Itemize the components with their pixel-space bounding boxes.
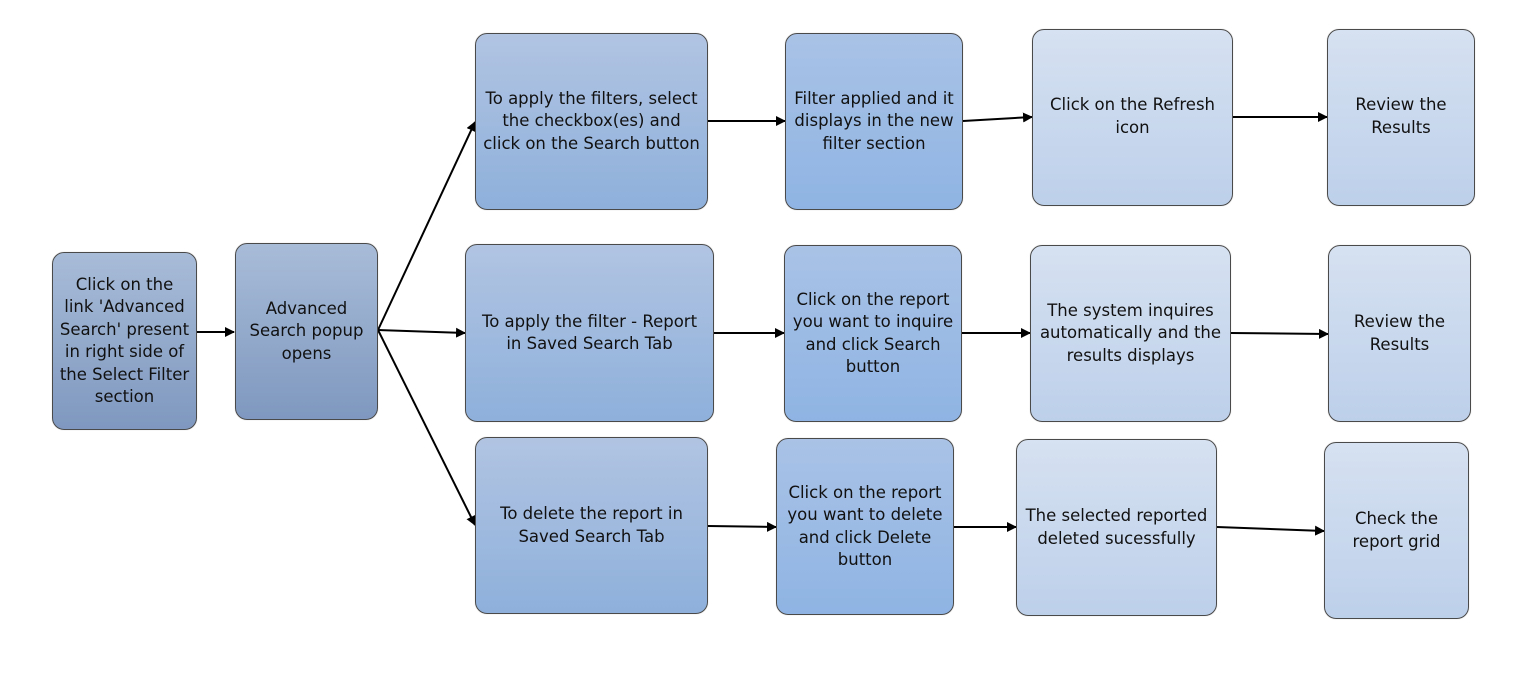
node-r3c3: The selected reported deleted sucessfull… [1016, 439, 1217, 616]
arrow-r1c2-to-r1c3 [962, 112, 1033, 123]
node-r1c4: Review the Results [1327, 29, 1475, 206]
node-r3c2-label: Click on the report you want to delete a… [787, 482, 943, 570]
node-r3c4-label: Check the report grid [1352, 509, 1441, 551]
node-r2c4-label: Review the Results [1353, 312, 1446, 354]
node-r2c3: The system inquires automatically and th… [1030, 245, 1231, 422]
arrow-r3c3-to-r3c4 [1216, 525, 1325, 536]
node-r2c1: To apply the filter - Report in Saved Se… [465, 244, 714, 422]
node-r1c4-label: Review the Results [1355, 95, 1447, 137]
node-r1c2-label: Filter applied and it displays in the ne… [794, 88, 954, 153]
node-r1c1-label: To apply the filters, select the checkbo… [483, 88, 700, 153]
node-r2c2-label: Click on the report you want to inquire … [792, 289, 954, 377]
node-r3c2: Click on the report you want to delete a… [776, 438, 954, 615]
arrow-r3c1-to-r3c2 [707, 521, 777, 532]
node-r2c1-label: To apply the filter - Report in Saved Se… [481, 311, 698, 354]
arrow-r2c3-to-r2c4 [1230, 328, 1329, 339]
node-r2c4: Review the Results [1328, 245, 1471, 422]
node-start-label: Click on the link 'Advanced Search' pres… [59, 274, 190, 407]
node-start: Click on the link 'Advanced Search' pres… [52, 252, 197, 430]
node-r3c3-label: The selected reported deleted sucessfull… [1025, 506, 1208, 548]
node-popup: Advanced Search popup opens [235, 243, 378, 420]
arrow-popup-to-r3c1 [377, 329, 476, 526]
arrow-popup-to-r1c1 [377, 121, 476, 331]
node-r3c1-label: To delete the report in Saved Search Tab [500, 504, 683, 546]
node-r3c4: Check the report grid [1324, 442, 1469, 619]
node-r1c1: To apply the filters, select the checkbo… [475, 33, 708, 210]
node-r1c3: Click on the Refresh icon [1032, 29, 1233, 206]
node-r1c3-label: Click on the Refresh icon [1050, 95, 1215, 137]
node-r3c1: To delete the report in Saved Search Tab [475, 437, 708, 614]
node-popup-label: Advanced Search popup opens [249, 298, 364, 363]
node-r2c3-label: The system inquires automatically and th… [1039, 300, 1222, 365]
node-r1c2: Filter applied and it displays in the ne… [785, 33, 963, 210]
node-r2c2: Click on the report you want to inquire … [784, 245, 962, 422]
arrow-popup-to-r2c1 [377, 327, 466, 338]
